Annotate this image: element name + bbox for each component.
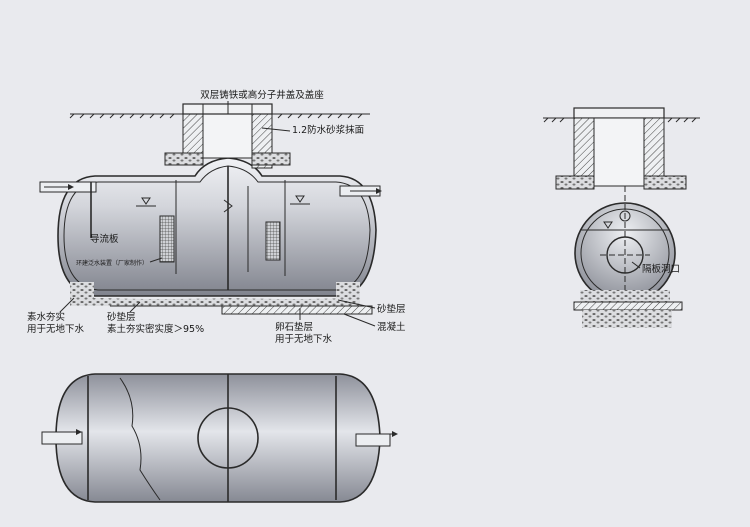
label-plain-soil: 素水夯实 xyxy=(27,311,65,323)
label-treatment: 环建泛水装置（厂家制作） xyxy=(76,259,148,267)
collar-left xyxy=(164,152,204,166)
label-sand-cushion-right: 砂垫层 xyxy=(377,303,406,315)
ground-ticks-left xyxy=(69,113,175,119)
label-sand-cushion: 砂垫层 xyxy=(107,311,136,323)
ground-ticks-right xyxy=(277,113,363,119)
label-partition-hole: 隔板洞口 xyxy=(642,263,680,275)
label-compaction: 素土夯实密实度＞95% xyxy=(107,323,204,335)
gravel-bed xyxy=(70,298,360,306)
section-view: 双层铸铁或高分子井盖及盖座 1.2防水砂浆抹面 导流板 环建泛水装置（厂家制作）… xyxy=(27,89,406,345)
label-gravel-cushion: 卵石垫层 xyxy=(275,321,313,333)
plan-view xyxy=(41,373,398,503)
filter-media-left xyxy=(159,215,175,263)
plan-tank-body xyxy=(55,373,381,503)
label-concrete: 混凝土 xyxy=(377,321,406,333)
label-plain-soil-note: 用于无地下水 xyxy=(27,323,85,335)
label-gravel-note: 用于无地下水 xyxy=(275,333,333,345)
end-view: 隔板洞口 xyxy=(543,107,700,328)
end-manhole-cover xyxy=(573,107,665,119)
riser-shaft xyxy=(202,113,253,159)
end-riser-right xyxy=(643,117,665,177)
end-ground-ticks xyxy=(543,117,697,123)
water-level-marks xyxy=(136,195,310,207)
plan-manhole xyxy=(197,407,259,469)
plan-crack-line xyxy=(119,377,161,501)
end-gravel-bed xyxy=(580,290,670,302)
end-riser-left xyxy=(573,117,595,177)
end-riser-shaft xyxy=(593,117,645,187)
end-concrete-base xyxy=(573,301,683,311)
label-baffle: 导流板 xyxy=(90,233,119,245)
label-cover: 双层铸铁或高分子井盖及盖座 xyxy=(200,89,324,101)
tank-body xyxy=(57,157,377,297)
filter-media-right xyxy=(265,221,281,261)
label-waterproof: 1.2防水砂浆抹面 xyxy=(292,124,364,136)
concrete-base xyxy=(221,305,373,315)
plan-outlet-pipe xyxy=(355,433,391,447)
collar-right xyxy=(251,152,291,166)
